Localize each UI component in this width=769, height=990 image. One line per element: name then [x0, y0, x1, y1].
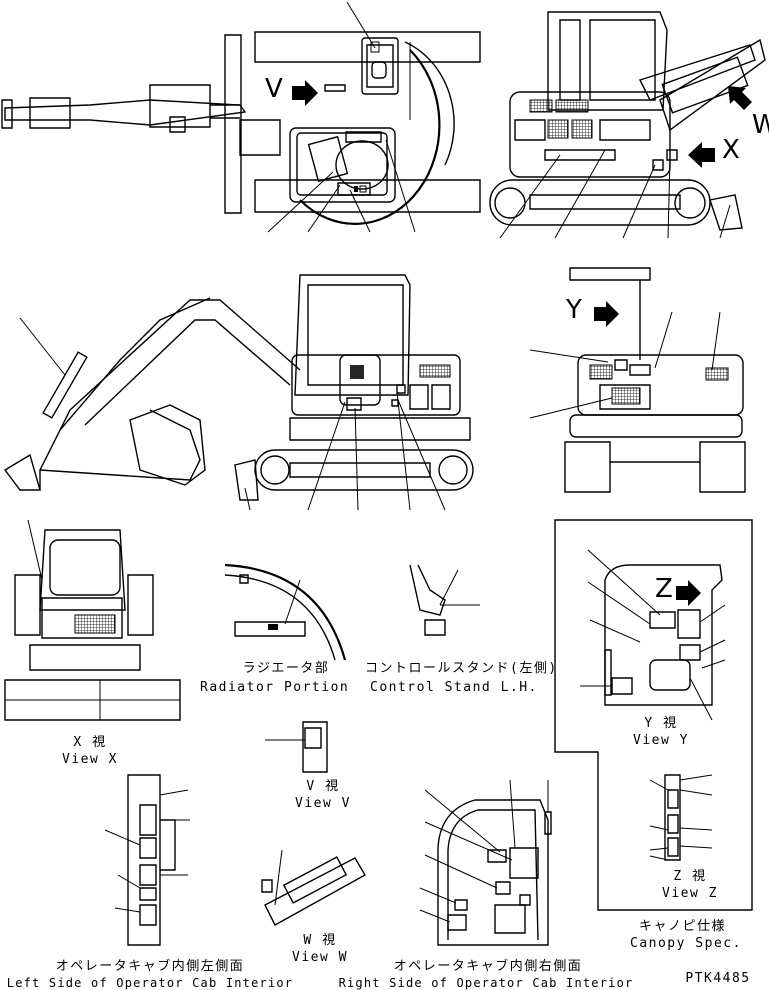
- view-w-caption-jp: W 視: [303, 933, 337, 948]
- radiator-portion-drawing: [225, 565, 345, 660]
- left-cab-caption-jp: オペレータキャブ内側左側面: [55, 959, 245, 974]
- view-z-caption-jp: Z 視: [673, 869, 707, 884]
- rear-view: [530, 268, 745, 492]
- right-cab-caption-en: Right Side of Operator Cab Interior: [338, 976, 634, 990]
- right-cab-interior-drawing: [420, 780, 551, 945]
- radiator-caption-jp: ラジエータ部: [242, 661, 330, 676]
- arrow-letter-z: Z: [655, 574, 673, 604]
- view-x-caption-jp: X 視: [73, 735, 107, 750]
- view-v-caption-jp: V 視: [306, 779, 340, 794]
- view-w-caption-en: View W: [292, 950, 348, 965]
- arrow-letter-y: Y: [566, 295, 582, 325]
- canopy-caption-jp: キャノピ仕様: [638, 919, 726, 934]
- canopy-caption-en: Canopy Spec.: [630, 936, 742, 951]
- view-x-caption-en: View X: [62, 752, 118, 767]
- view-w-drawing: [262, 850, 365, 925]
- right-side-view: [490, 12, 765, 238]
- radiator-caption-en: Radiator Portion: [200, 680, 350, 695]
- view-y-caption-jp: Y 視: [644, 716, 678, 731]
- view-y-caption-en: View Y: [633, 733, 689, 748]
- view-v-caption-en: View V: [295, 796, 351, 811]
- control-stand-caption-en: Control Stand L.H.: [370, 680, 538, 695]
- view-x-drawing: [5, 520, 180, 720]
- arrow-letter-w: W: [752, 110, 769, 140]
- left-cab-interior-drawing: [105, 775, 190, 945]
- drawing-id: PTK4485: [685, 971, 751, 986]
- left-cab-caption-en: Left Side of Operator Cab Interior: [6, 976, 294, 990]
- arrow-letter-x: X: [722, 135, 740, 165]
- right-cab-caption-jp: オペレータキャブ内側右側面: [393, 959, 583, 974]
- control-stand-drawing: [410, 565, 480, 635]
- view-z-caption-en: View Z: [662, 886, 718, 901]
- arrow-letter-v: V: [265, 74, 283, 104]
- canopy-spec-panel: [555, 520, 752, 910]
- top-plan-view: [2, 2, 480, 232]
- view-v-drawing: [265, 722, 327, 772]
- main-side-view: [5, 275, 473, 510]
- control-stand-caption-jp: コントロールスタンド(左側): [365, 661, 558, 676]
